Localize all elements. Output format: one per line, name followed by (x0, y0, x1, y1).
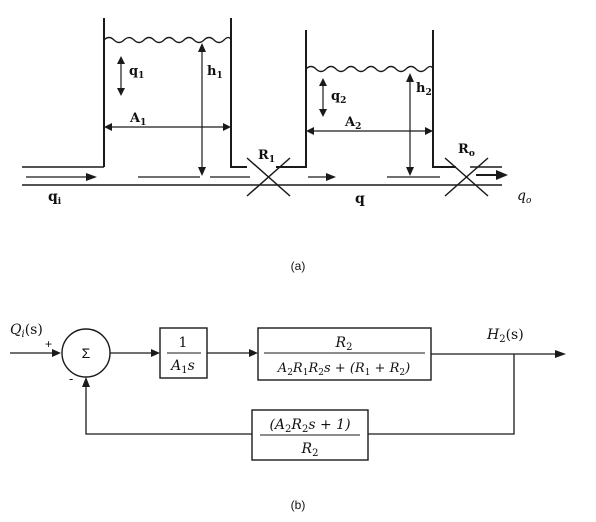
valve-r1: R1 (246, 148, 291, 197)
valve-ro: Ro (444, 142, 489, 197)
tank1-q1-label: q1 (129, 64, 144, 81)
tank2-area-arrow (306, 127, 433, 135)
tank1-area-arrow (104, 123, 231, 131)
integrator-numerator: 1 (179, 335, 188, 351)
feedback-arrowhead (82, 377, 90, 387)
middle-flow-label: q (355, 191, 365, 207)
inflow-label: qi (48, 189, 62, 207)
tank2-numerator: R2 (335, 335, 353, 353)
valve-r1-label: R1 (258, 148, 275, 165)
valve-ro-label: Ro (458, 142, 475, 159)
tank-system-figure: R1 Ro qi q qo q1 (22, 18, 532, 207)
feedback-path-right (368, 354, 515, 435)
tank1-right-wall (230, 18, 247, 168)
summing-symbol: Σ (82, 345, 91, 361)
tank1-h1-arrow (198, 43, 206, 176)
input-arrowhead (52, 349, 61, 357)
feedback-block (251, 409, 369, 461)
tank1-q1-arrow (117, 56, 125, 96)
tank2-denominator: A2R1R2s + (R1 + R2) (277, 361, 410, 378)
tank2-left-wall (276, 30, 307, 168)
minus-sign: - (69, 371, 73, 386)
caption-b: (b) (291, 498, 306, 512)
flow-arrows (26, 170, 508, 181)
outflow-label: qo (517, 188, 532, 206)
tank2-area-label: A2 (344, 115, 361, 132)
block-diagram: Qi(s) + Σ - 1 A1s R2 A2R1R2s + (R1 + R2)… (10, 322, 566, 461)
feedback-numerator: (A2R2s + 1) (269, 417, 350, 435)
feedback-denominator: R2 (301, 441, 319, 459)
caption-a: (a) (291, 259, 306, 273)
tank1-h1-label: h1 (207, 64, 223, 81)
output-label: H2(s) (486, 327, 524, 345)
tank2-q2-arrow (319, 78, 327, 117)
tank2-water-surface (305, 65, 434, 73)
tank1-water-surface (103, 36, 232, 44)
tank2-right-wall (432, 30, 456, 168)
tank1-area-label: A1 (129, 111, 146, 128)
input-label: Qi(s) (10, 322, 43, 340)
feedback-path-left (85, 386, 252, 435)
integrator-denominator: A1s (169, 358, 195, 376)
plus-sign: + (45, 337, 52, 351)
tank2-h2-arrow (406, 73, 414, 176)
output-arrowhead (555, 350, 566, 358)
tank2-q2-label: q2 (331, 89, 346, 106)
tank2-h2-label: h2 (416, 81, 432, 98)
